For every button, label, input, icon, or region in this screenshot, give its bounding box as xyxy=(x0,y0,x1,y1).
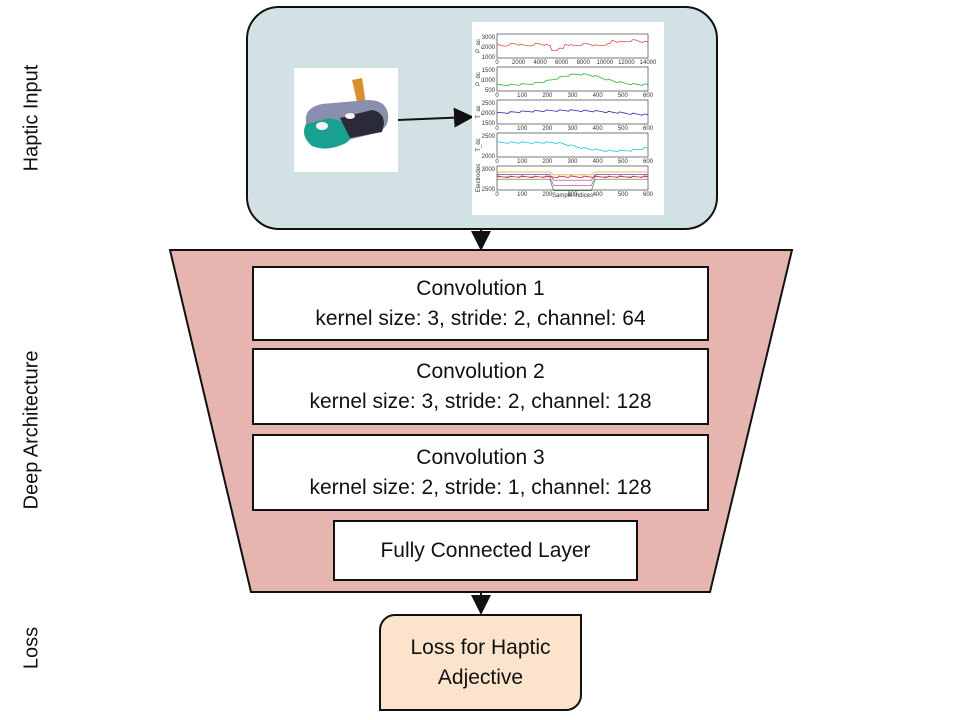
plot-ytick: 2000 xyxy=(482,45,496,51)
plot-ytick: 2000 xyxy=(482,154,496,160)
plot-xtick: 400 xyxy=(593,159,604,165)
plot-ytick: 1500 xyxy=(482,121,496,127)
plot-xtick: 4000 xyxy=(533,60,547,66)
plot-xtick: 8000 xyxy=(577,60,591,66)
plot-xtick: 300 xyxy=(567,126,578,132)
plot-xtick: 12000 xyxy=(618,60,635,66)
plot-xtick: 200 xyxy=(542,93,553,99)
plot-xtick: 500 xyxy=(618,159,629,165)
loss-box-line-2: Adjective xyxy=(437,665,524,689)
plot-xtick: 14000 xyxy=(640,60,657,66)
convolution-2-box: Convolution 2 kernel size: 3, stride: 2,… xyxy=(252,348,709,425)
plot-xtick: 0 xyxy=(495,126,499,132)
plot-ytick: 2500 xyxy=(482,101,496,107)
plot-panel-frame xyxy=(496,33,649,59)
plot-trace xyxy=(496,141,648,153)
plot-xtick: 0 xyxy=(495,159,499,165)
plot-xtick: 300 xyxy=(567,159,578,165)
plot-ytick: 2500 xyxy=(482,187,496,193)
plot-ytick: 1000 xyxy=(482,55,496,61)
plot-ytick: 500 xyxy=(485,88,496,94)
plot-ytick: 2000 xyxy=(482,111,496,117)
plot-xtick: 400 xyxy=(593,93,604,99)
fully-connected-layer-title: Fully Connected Layer xyxy=(380,538,591,562)
plot-ytick: 1000 xyxy=(482,78,496,84)
convolution-3-box: Convolution 3 kernel size: 2, stride: 1,… xyxy=(252,434,709,511)
plot-trace xyxy=(496,109,649,116)
plot-xtick: 200 xyxy=(542,192,553,198)
plot-panel-frame xyxy=(496,165,649,191)
plot-xtick: 100 xyxy=(517,93,528,99)
plot-trace-extra xyxy=(497,176,648,186)
plot-xtick: 400 xyxy=(593,192,604,198)
plot-xlabel: Sample Indices xyxy=(552,193,593,199)
plot-xtick: 600 xyxy=(643,192,654,198)
plot-xtick: 100 xyxy=(517,192,528,198)
convolution-1-detail: kernel size: 3, stride: 2, channel: 64 xyxy=(315,306,646,330)
fully-connected-layer-box: Fully Connected Layer xyxy=(333,520,638,581)
loss-box-line-1: Loss for Haptic xyxy=(410,635,551,659)
plot-xtick: 0 xyxy=(495,192,499,198)
convolution-2-detail: kernel size: 3, stride: 2, channel: 128 xyxy=(309,389,652,413)
plot-xtick: 10000 xyxy=(597,60,614,66)
plot-xtick: 400 xyxy=(593,126,604,132)
plot-ytick: 1500 xyxy=(482,68,496,74)
plot-ytick: 2500 xyxy=(482,134,496,140)
plot-trace xyxy=(496,39,648,51)
convolution-2-title: Convolution 2 xyxy=(416,359,545,383)
plot-trace-extra xyxy=(497,178,648,192)
plot-xtick: 6000 xyxy=(555,60,569,66)
plot-xtick: 0 xyxy=(495,60,499,66)
plot-xtick: 500 xyxy=(618,126,629,132)
plot-trace xyxy=(496,73,649,87)
plot-ylabel: T_dc xyxy=(476,138,482,151)
plot-panel-frame xyxy=(496,99,649,125)
plot-xtick: 200 xyxy=(542,126,553,132)
plot-xtick: 500 xyxy=(618,192,629,198)
plot-xtick: 0 xyxy=(495,93,499,99)
plot-trace-extra xyxy=(497,171,648,176)
plot-ylabel: P_ac xyxy=(476,39,482,53)
convolution-3-detail: kernel size: 2, stride: 1, channel: 128 xyxy=(309,475,652,499)
sensor-image xyxy=(294,68,398,172)
plot-xtick: 100 xyxy=(517,159,528,165)
plot-panel-frame xyxy=(496,66,649,92)
sensor-to-plot-arrow xyxy=(397,107,474,128)
plot-trace-extra xyxy=(497,174,648,181)
plot-xtick: 600 xyxy=(643,93,654,99)
plot-xtick: 300 xyxy=(567,192,578,198)
plot-xtick: 200 xyxy=(542,159,553,165)
plot-ytick: 3000 xyxy=(482,35,496,41)
plot-xtick: 300 xyxy=(567,93,578,99)
convolution-3-title: Convolution 3 xyxy=(416,445,545,469)
plot-ylabel: P_dc xyxy=(476,72,482,86)
loss-box: Loss for Haptic Adjective xyxy=(379,614,582,711)
plot-xtick: 600 xyxy=(643,159,654,165)
convolution-1-box: Convolution 1 kernel size: 3, stride: 2,… xyxy=(252,266,709,341)
convolution-1-title: Convolution 1 xyxy=(416,276,545,300)
plot-ylabel: Electrodes xyxy=(476,164,482,192)
plot-xtick: 600 xyxy=(643,126,654,132)
plot-xtick: 500 xyxy=(618,93,629,99)
plot-xtick: 2000 xyxy=(512,60,526,66)
plot-ylabel: T_ac xyxy=(476,105,482,118)
plot-ytick: 3000 xyxy=(482,167,496,173)
plot-xtick: 100 xyxy=(517,126,528,132)
plot-trace xyxy=(496,175,649,179)
